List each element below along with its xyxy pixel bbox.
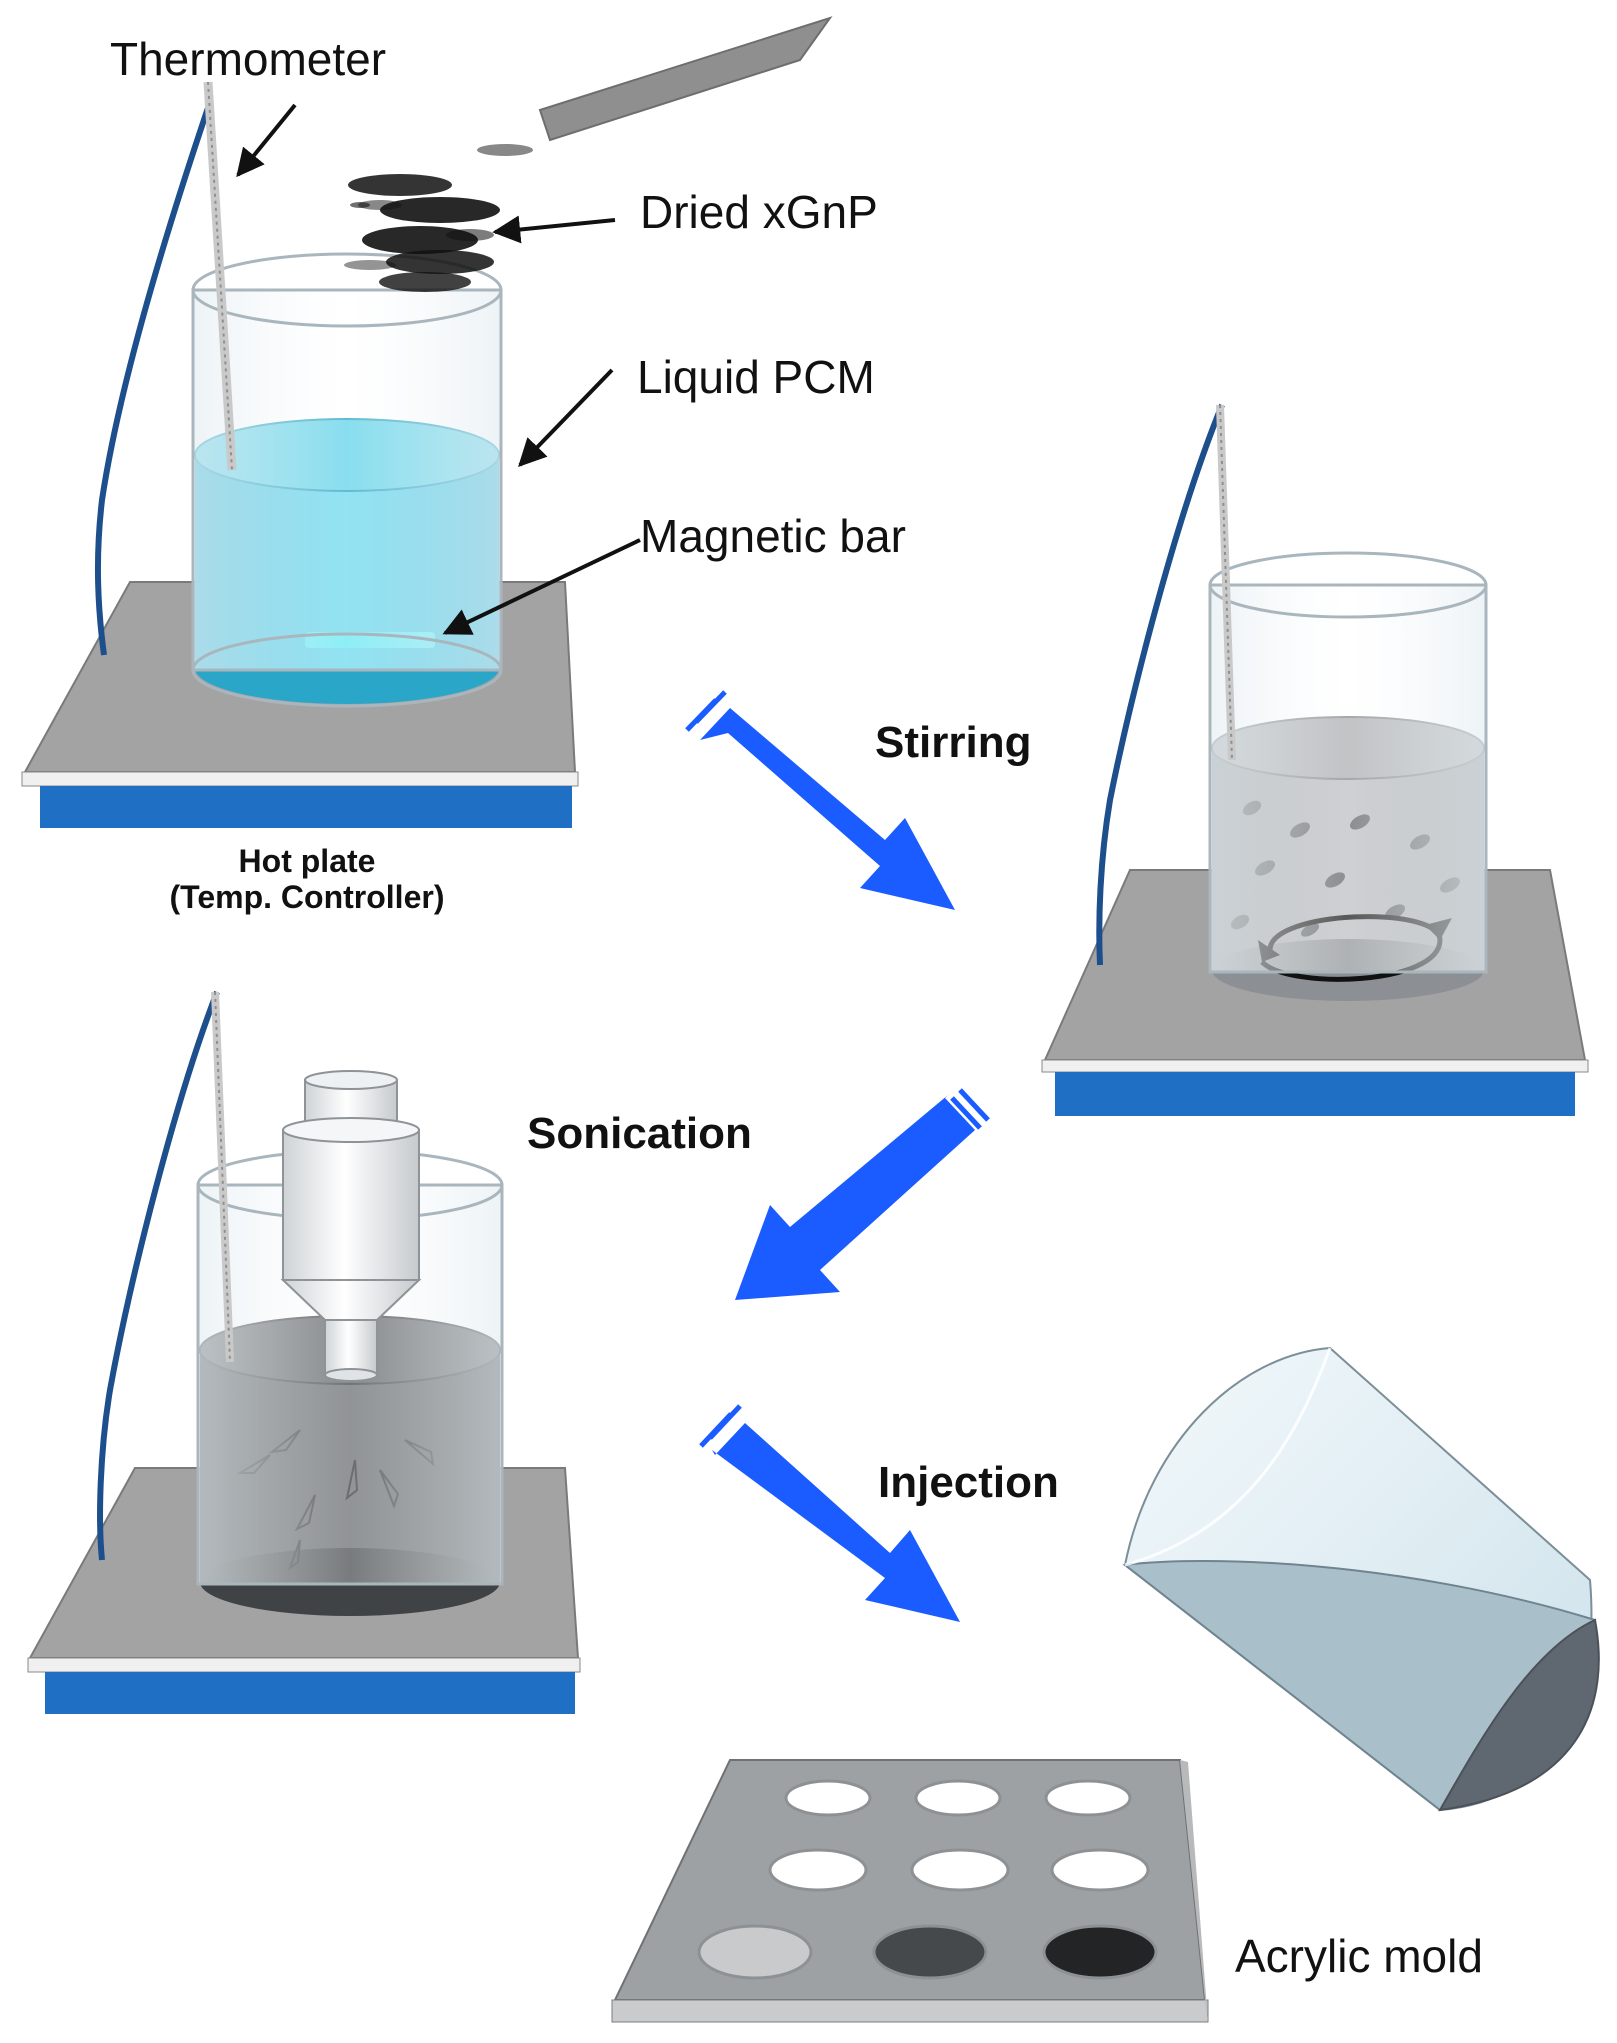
beaker-3 xyxy=(196,1149,504,1616)
arrow-sonication xyxy=(735,1088,990,1300)
power-cord-2 xyxy=(1096,403,1225,966)
power-cord-1 xyxy=(94,101,213,656)
beaker-2 xyxy=(1208,551,1488,1001)
arrow-injection xyxy=(699,1404,960,1622)
arrow-stirring xyxy=(685,690,955,910)
thermometer-callout xyxy=(236,103,297,178)
hot-plate-label: Hot plate xyxy=(239,843,376,879)
injection-label: Injection xyxy=(878,1458,1059,1507)
thermometer-label: Thermometer xyxy=(110,33,386,85)
power-cord-3 xyxy=(97,990,220,1561)
liquid-pcm-label: Liquid PCM xyxy=(637,351,875,403)
dried-xgnp-label: Dried xGnP xyxy=(640,186,878,238)
dried-xgnp-powder xyxy=(344,144,533,292)
sonicator-horn xyxy=(280,1070,422,1382)
temp-controller-label: (Temp. Controller) xyxy=(170,879,445,915)
acrylic-mold-label: Acrylic mold xyxy=(1235,1930,1483,1982)
acrylic-mold xyxy=(611,1759,1209,2023)
pcm-callout xyxy=(518,368,614,468)
magnetic-bar-label: Magnetic bar xyxy=(640,510,906,562)
mold-wells xyxy=(697,1779,1158,1980)
beaker-1 xyxy=(191,252,503,708)
sonication-label: Sonication xyxy=(527,1109,752,1158)
stirring-label: Stirring xyxy=(875,718,1031,767)
spatula xyxy=(538,16,833,142)
xgnp-callout xyxy=(492,215,616,244)
pouring-cup xyxy=(1122,1346,1600,1812)
magnetic-bar-callout xyxy=(442,538,641,635)
